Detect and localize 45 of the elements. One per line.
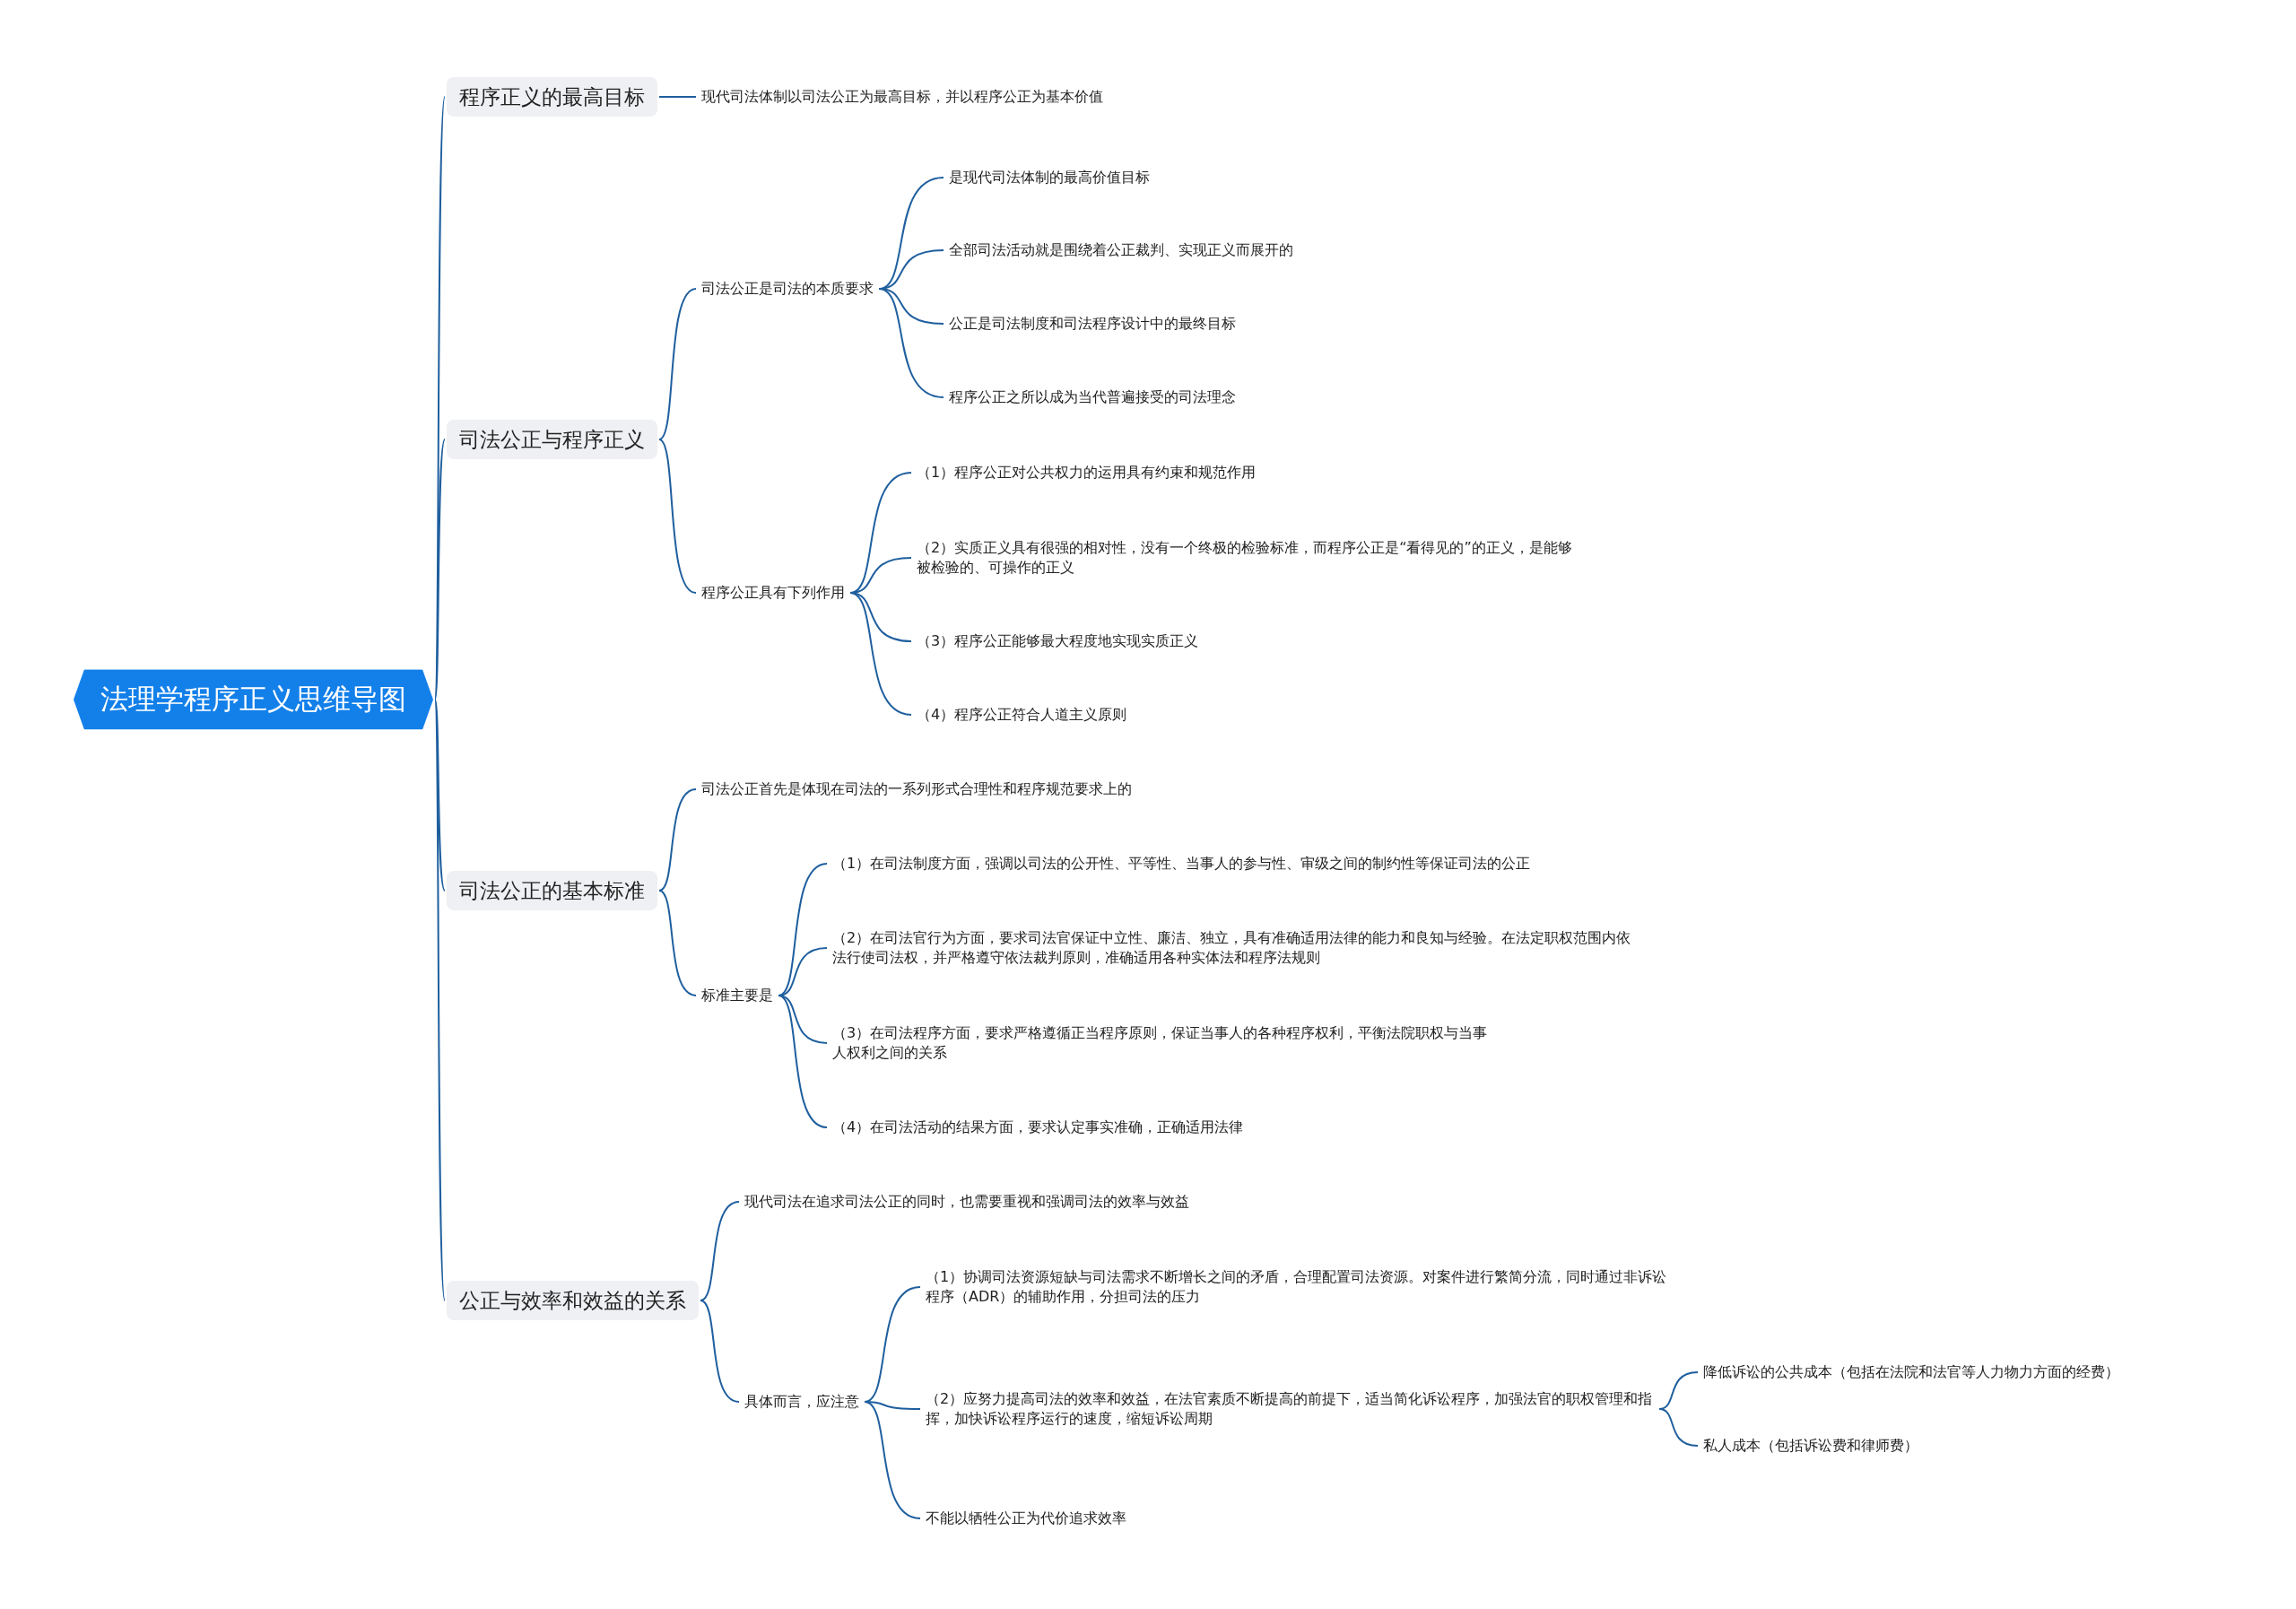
central-topic: 法理学程序正义思维导图	[74, 669, 433, 730]
subtopic-text: 公正是司法制度和司法程序设计中的最终目标	[945, 311, 1239, 336]
connector-line	[778, 995, 828, 1128]
subtopic-text: 现代司法在追求司法公正的同时，也需要重视和强调司法的效率与效益	[741, 1189, 1193, 1214]
subtopic-text: （2）应努力提高司法的效率和效益，在法官素质不断提高的前提下，适当简化诉讼程序，加强法官的职权管理和指挥，加快诉讼程序运行的速度，缩短诉讼周期	[922, 1387, 1657, 1431]
subtopic-text: （2）在司法官行为方面，要求司法官保证中立性、廉洁、独立，具有准确适用法律的能力和良知与经验。在法定职权范围内依法行使司法权，并严格遵守依法裁判原则，准确适用各种实体法和程序法规则	[829, 926, 1636, 970]
connector-line	[849, 592, 912, 716]
subtopic-text: （2）实质正义具有很强的相对性，没有一个终极的检验标准，而程序公正是“看得见的”的正义，是能够被检验的、可操作的正义	[913, 535, 1577, 580]
connector-line	[658, 890, 697, 996]
subtopic-text: （4）在司法活动的结果方面，要求认定事实准确，正确适用法律	[829, 1115, 1248, 1140]
subtopic-text: （3）在司法程序方面，要求严格遵循正当程序原则，保证当事人的各种程序权利，平衡法院职权与当事人权利之间的关系	[829, 1021, 1501, 1065]
connector-line	[878, 288, 944, 398]
subtopic-text: （1）协调司法资源短缺与司法需求不断增长之间的矛盾，合理配置司法资源。对案件进行繁简分流，同时通过非诉讼程序（ADR）的辅助作用，分担司法的压力	[922, 1265, 1675, 1309]
main-topic: 公正与效率和效益的关系	[447, 1280, 699, 1321]
connector-line	[778, 863, 828, 996]
subtopic-text: 降低诉讼的公共成本（包括在法院和法官等人力物力方面的经费）	[1700, 1360, 2123, 1385]
subtopic-text: （4）程序公正符合人道主义原则	[913, 702, 1131, 727]
subtopic-text: 是现代司法体制的最高价值目标	[945, 165, 1153, 190]
subtopic-text: 现代司法体制以司法公正为最高目标，并以程序公正为基本价值	[698, 84, 1107, 109]
connector-line	[658, 288, 697, 440]
connector-line	[864, 1401, 921, 1519]
subtopic-text: 私人成本（包括诉讼费和律师费）	[1700, 1433, 1922, 1458]
subtopic-text: 全部司法活动就是围绕着公正裁判、实现正义而展开的	[945, 238, 1297, 263]
connector-line	[434, 439, 446, 700]
subtopic-text: （3）程序公正能够最大程度地实现实质正义	[913, 629, 1203, 654]
connector-line	[700, 1201, 740, 1301]
subtopic-text: 标准主要是	[698, 983, 777, 1008]
connector-line	[1658, 1408, 1699, 1447]
subtopic-text: 程序公正之所以成为当代普遍接受的司法理念	[945, 385, 1239, 410]
connector-line	[658, 439, 697, 594]
connector-line	[700, 1300, 740, 1403]
subtopic-text: 司法公正首先是体现在司法的一系列形式合理性和程序规范要求上的	[698, 777, 1135, 802]
subtopic-text: 程序公正具有下列作用	[698, 580, 848, 605]
main-topic: 司法公正与程序正义	[447, 419, 657, 460]
main-topic: 程序正义的最高目标	[447, 76, 657, 117]
subtopic-text: （1）在司法制度方面，强调以司法的公开性、平等性、当事人的参与性、审级之间的制约性等保证司法的公正	[829, 851, 1535, 876]
connector-line	[658, 788, 697, 891]
main-topic: 司法公正的基本标准	[447, 870, 657, 911]
subtopic-text: 司法公正是司法的本质要求	[698, 276, 877, 301]
subtopic-text: 不能以牺牲公正为代价追求效率	[922, 1506, 1130, 1531]
connector-line	[434, 699, 446, 1301]
connector-line	[658, 96, 697, 98]
subtopic-text: （1）程序公正对公共权力的运用具有约束和规范作用	[913, 460, 1260, 485]
subtopic-text: 具体而言，应注意	[741, 1389, 863, 1414]
connector-line	[434, 699, 446, 891]
